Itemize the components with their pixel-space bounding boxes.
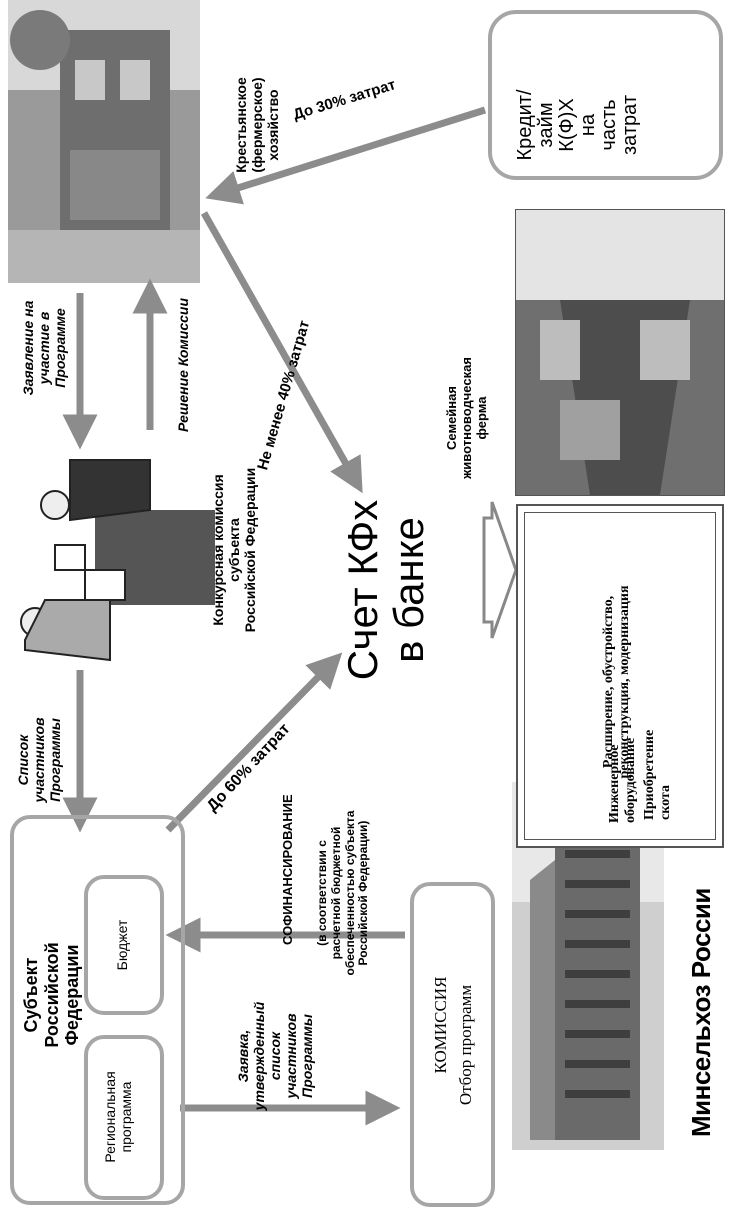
arrow-40-to-bank: [200, 211, 363, 494]
application-label: Заявление на участие в Программе: [20, 300, 69, 396]
subject-title: Субъект Российской Федерации: [21, 942, 83, 1048]
arrow-60-to-bank: [165, 652, 343, 833]
credit-box-label: Кредит/ займ К(Ф)Х на часть затрат: [514, 89, 641, 161]
budget-box: [84, 875, 164, 1015]
participants-list-label: Список участников Программы: [15, 717, 64, 803]
bank-account-label: Счет КФх в банке: [339, 499, 433, 681]
request-label: Заявка, утвержденный список участников П…: [235, 1001, 316, 1111]
regional-program-label: Региональная программа: [102, 1071, 135, 1163]
credit-box: [488, 10, 723, 180]
commission-title: КОМИССИЯ: [431, 976, 450, 1074]
uses-item-3: Приобретение скота: [642, 729, 674, 820]
ministry-label: Минсельхоз России: [686, 888, 716, 1137]
livestock-farm-photo: [515, 209, 725, 496]
commission-subtitle: Отбор программ: [456, 984, 475, 1106]
uses-box: [516, 504, 724, 848]
farm-household-label: Крестьянское (фермерское) хозяйство: [233, 77, 282, 173]
subject-box: [10, 815, 185, 1205]
farm-house-photo: [8, 0, 200, 283]
budget-label: Бюджет: [114, 919, 130, 971]
arrows: [62, 106, 487, 1126]
competition-commission-label: Конкурсная комиссия субъекта Российской …: [210, 467, 259, 633]
arrow-bank-to-uses: [482, 501, 518, 639]
cofinancing-title: СОФИНАНСИРОВАНИЕ: [280, 794, 295, 945]
commission-box: [410, 882, 495, 1207]
family-farm-label: Семейная животноводческая ферма: [444, 357, 489, 479]
regional-program-box: [84, 1035, 164, 1200]
cofinancing-text: (в соответствии с расчетной бюджетной об…: [315, 810, 371, 976]
arrow-credit-30: [205, 106, 487, 205]
commission-decision-label: Решение Комиссии: [175, 297, 191, 433]
commission-people-illustration: [20, 459, 215, 662]
